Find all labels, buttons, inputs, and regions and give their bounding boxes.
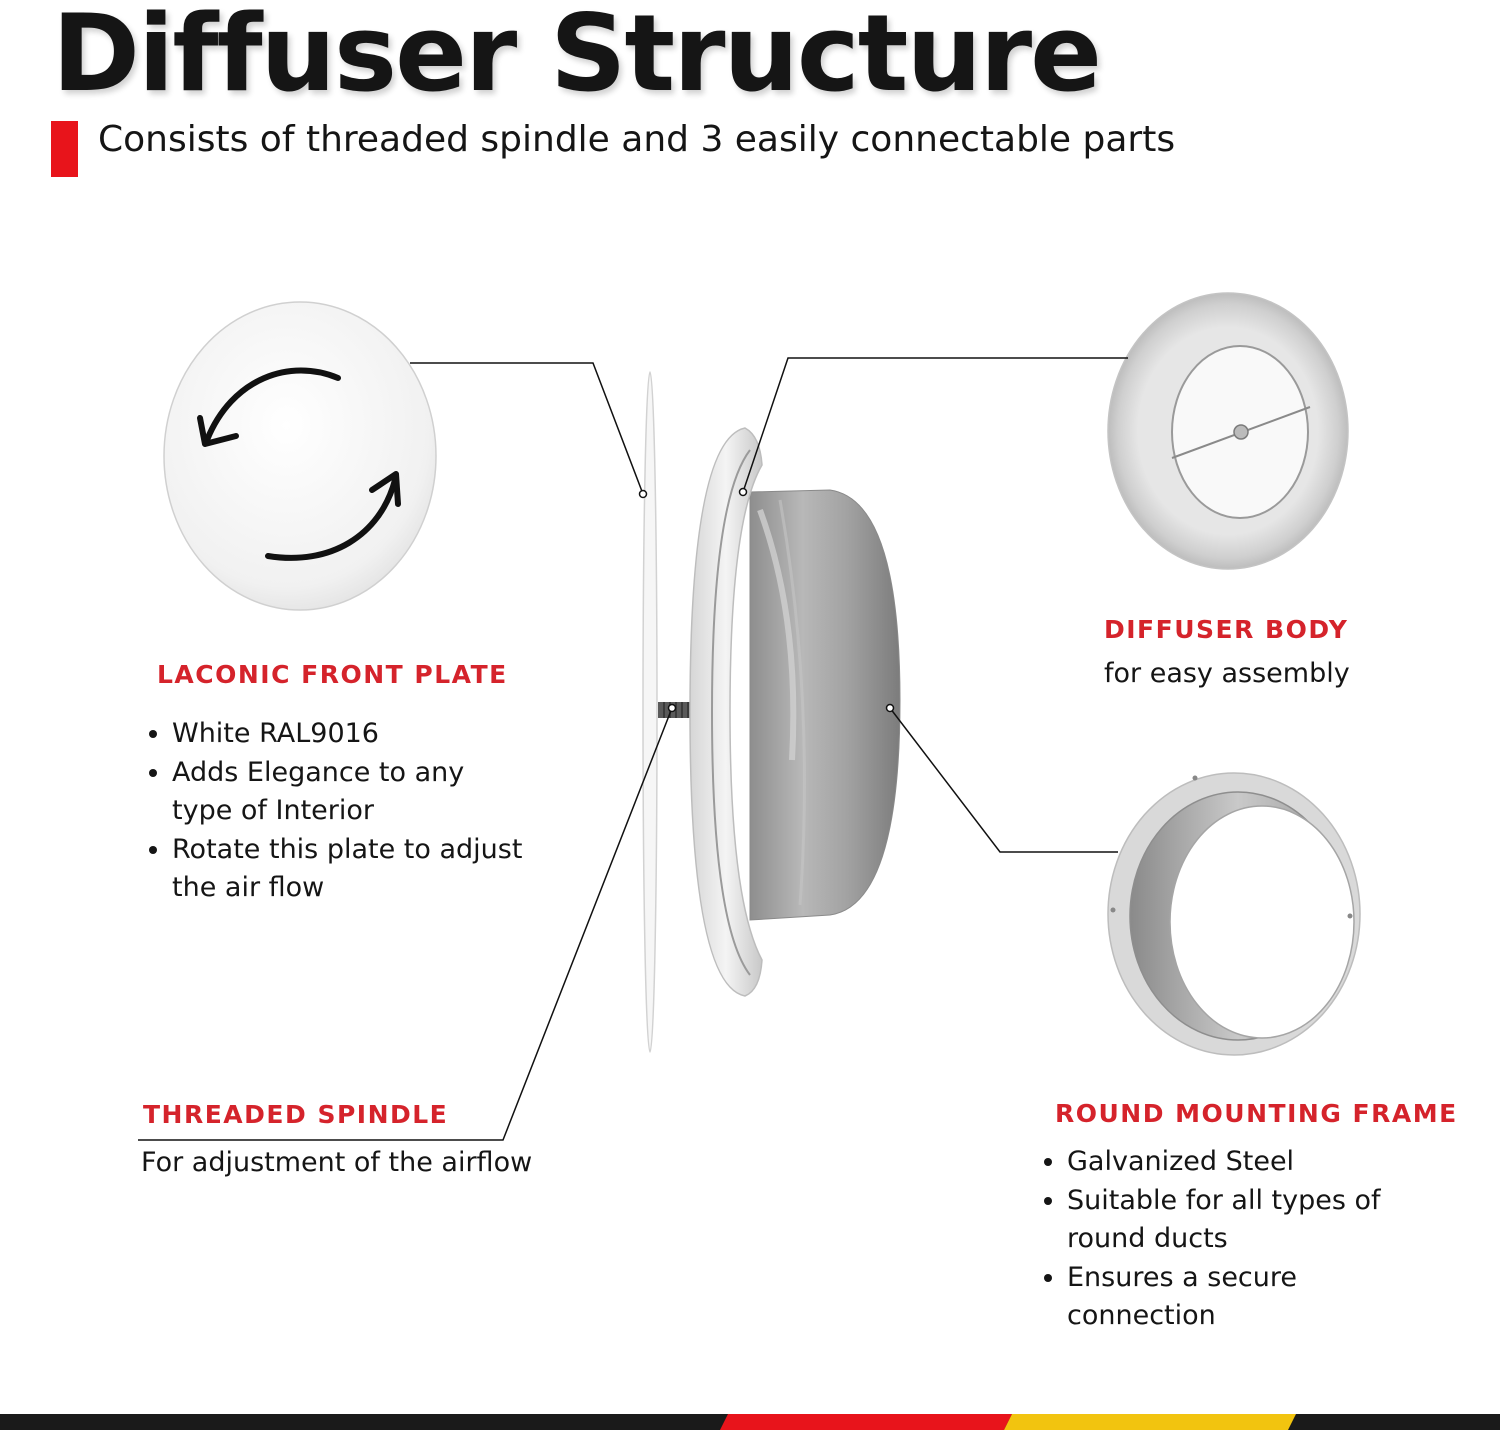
rotate-arrow-bottom-icon <box>265 477 398 561</box>
diffuser-body-image <box>1107 292 1349 570</box>
front-plate-image <box>163 301 437 611</box>
frame-bullet: Suitable for all types of round ducts <box>1067 1182 1497 1259</box>
page-subtitle: Consists of threaded spindle and 3 easil… <box>98 119 1176 160</box>
front-plate-bullet: Rotate this plate to adjust the air flow <box>172 831 592 908</box>
front-plate-heading: LACONIC FRONT PLATE <box>157 660 508 689</box>
spindle-description: For adjustment of the airflow <box>141 1147 533 1178</box>
frame-bullets: Galvanized Steel Suitable for all types … <box>1037 1143 1497 1336</box>
spindle-heading: THREADED SPINDLE <box>143 1100 449 1129</box>
frame-bullet: Galvanized Steel <box>1067 1143 1497 1182</box>
leader-dots <box>638 487 895 713</box>
mounting-frame-image <box>1107 772 1361 1056</box>
footer-stripe <box>0 1414 1500 1430</box>
accent-bar <box>51 121 78 177</box>
front-plate-bullet: Adds Elegance to any type of Interior <box>172 754 592 831</box>
frame-heading: ROUND MOUNTING FRAME <box>1055 1099 1458 1128</box>
exploded-side-view <box>642 371 901 1053</box>
front-plate-bullet: White RAL9016 <box>172 715 592 754</box>
page-title: Diffuser Structure <box>52 0 1102 115</box>
leader-lines <box>138 357 1128 1141</box>
frame-bullet: Ensures a secure connection <box>1067 1259 1497 1336</box>
rotate-arrow-top-icon <box>204 367 341 443</box>
body-description: for easy assembly <box>1104 658 1350 689</box>
body-heading: DIFFUSER BODY <box>1104 615 1349 644</box>
front-plate-bullets: White RAL9016 Adds Elegance to any type … <box>142 715 592 908</box>
